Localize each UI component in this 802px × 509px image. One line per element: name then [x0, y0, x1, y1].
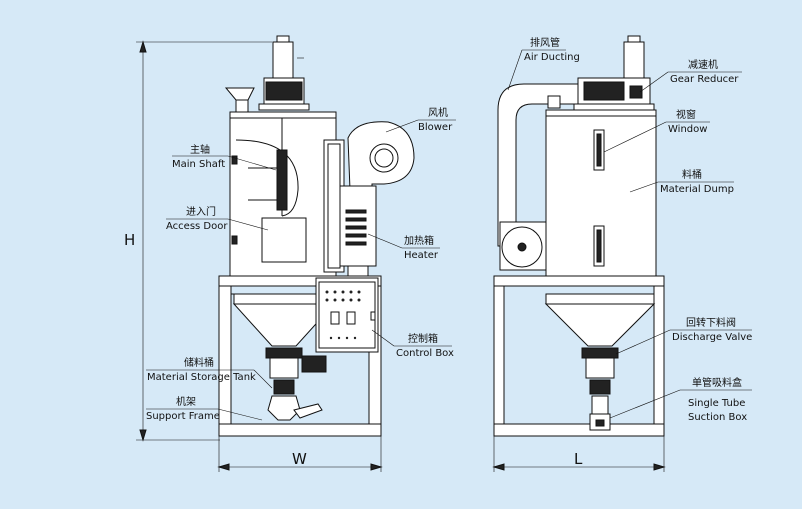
control-box-cn: 控制箱: [408, 332, 438, 345]
gear-reducer-cn: 减速机: [688, 58, 718, 71]
front-view: H: [124, 35, 415, 472]
material-dump-en: Material Dump: [660, 184, 734, 195]
width-label: W: [292, 450, 307, 468]
suction-box-en1: Single Tube: [688, 398, 745, 409]
callout-labels: 主轴 Main Shaft 进入门 Access Door 风机 Blower …: [146, 36, 752, 423]
side-drying-hopper: [545, 109, 657, 277]
blower-cn: 风机: [428, 106, 448, 119]
support-frame-en: Support Frame: [146, 411, 220, 422]
main-shaft-en: Main Shaft: [172, 159, 225, 170]
side-support-frame: [493, 275, 665, 437]
front-storage-tank: [231, 293, 336, 421]
heater-en: Heater: [404, 250, 439, 261]
access-door: [261, 217, 307, 263]
callout-leaders: [146, 49, 752, 421]
width-dimension: W: [217, 436, 383, 472]
length-label: L: [574, 450, 583, 468]
front-motor: [258, 35, 310, 111]
side-motor: [573, 35, 655, 111]
blower-en: Blower: [418, 122, 453, 133]
storage-tank-en: Material Storage Tank: [147, 372, 256, 383]
window-cn: 视窗: [676, 108, 696, 121]
discharge-valve-cn: 回转下料阀: [686, 316, 736, 329]
height-label: H: [124, 231, 135, 249]
window-en: Window: [668, 124, 707, 135]
access-door-en: Access Door: [166, 221, 228, 232]
height-dimension: H: [124, 40, 272, 442]
front-heater: [339, 185, 377, 277]
material-dump-cn: 料桶: [682, 168, 702, 181]
support-frame-cn: 机架: [176, 395, 196, 408]
main-shaft-cn: 主轴: [190, 143, 210, 156]
feed-hopper: [224, 87, 255, 113]
access-door-cn: 进入门: [186, 205, 216, 218]
length-dimension: L: [492, 436, 666, 472]
side-blower: [499, 221, 549, 271]
front-drying-hopper: [229, 111, 337, 277]
suction-box-en2: Suction Box: [688, 412, 747, 423]
air-ducting-cn: 排风管: [530, 36, 560, 49]
front-control-box: [315, 277, 379, 353]
control-box-en: Control Box: [396, 348, 454, 359]
front-blower: [323, 121, 415, 273]
suction-box-cn: 单管吸料盒: [692, 376, 742, 389]
front-support-frame: [218, 275, 382, 437]
air-ducting-en: Air Ducting: [524, 52, 580, 63]
side-storage-tank: [544, 293, 656, 431]
gear-reducer-en: Gear Reducer: [670, 74, 739, 85]
discharge-valve-en: Discharge Valve: [672, 332, 752, 343]
storage-tank-cn: 储料桶: [184, 356, 214, 369]
heater-cn: 加热箱: [404, 234, 434, 247]
